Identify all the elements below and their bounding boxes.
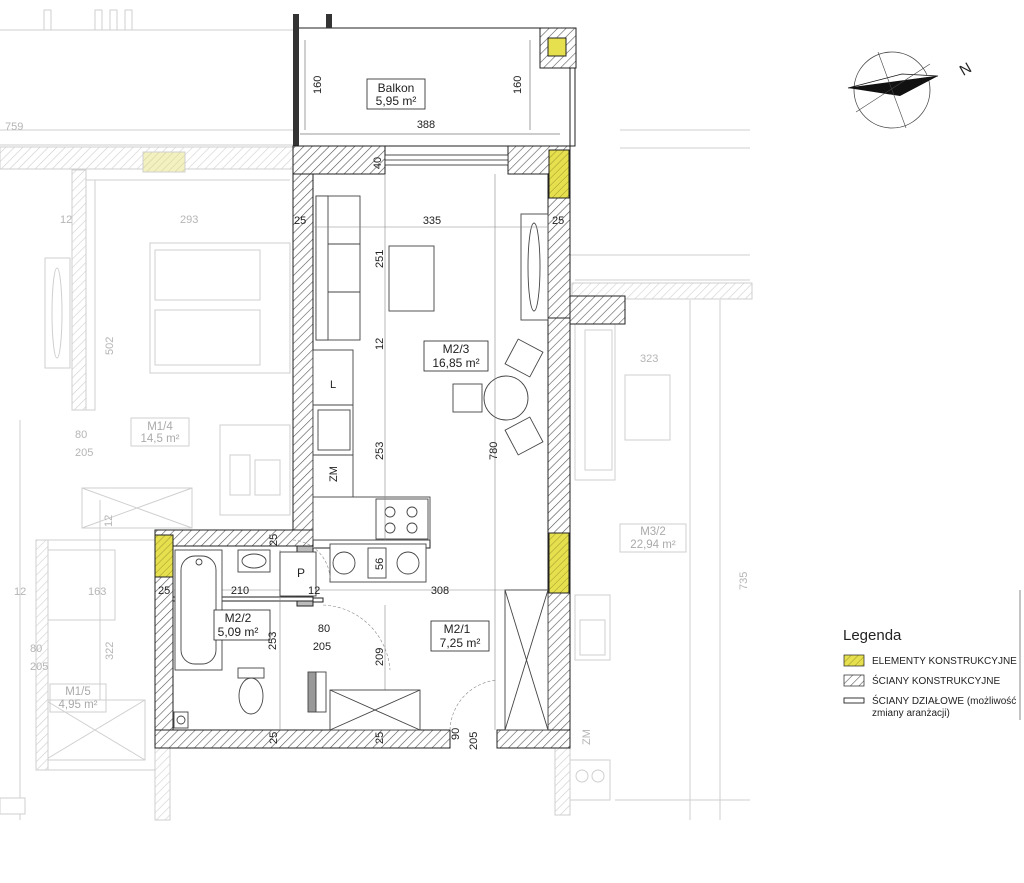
- structural-element-bathroom: [154, 534, 174, 578]
- legend-swatch-structural-walls: [843, 674, 865, 687]
- dim-gap-12-b: 12: [308, 585, 320, 597]
- neighbor-wall-right: [571, 282, 753, 300]
- compass-needle-icon: [848, 76, 938, 96]
- legend-label-partition-walls-2: zmiany aranżacji): [872, 708, 950, 719]
- dim-balcony-depth-right: 160: [512, 76, 524, 94]
- dim-253-bath: 253: [267, 632, 279, 650]
- balcony: [293, 14, 577, 147]
- dim-wall-25-left: 25: [294, 215, 306, 227]
- fridge-label: L: [330, 379, 336, 391]
- utility-label: P: [297, 566, 305, 580]
- svg-text:12: 12: [14, 586, 26, 598]
- svg-text:205: 205: [75, 447, 93, 459]
- legend: Legenda ELEMENTY KONSTRUKCYJNE ŚCIANY KO…: [843, 627, 1017, 719]
- svg-text:ZM: ZM: [581, 729, 593, 745]
- svg-text:12: 12: [60, 214, 72, 226]
- svg-text:M2/1: M2/1: [444, 622, 471, 636]
- door-swings: [292, 539, 498, 731]
- living-room-furniture: [312, 195, 549, 583]
- svg-text:205: 205: [30, 661, 48, 673]
- svg-text:22,94 m²: 22,94 m²: [630, 539, 676, 551]
- dim-308: 308: [431, 585, 449, 597]
- dim-wall-25-bath-left: 25: [158, 585, 170, 597]
- svg-text:80: 80: [30, 643, 42, 655]
- legend-swatch-structural-elements: [843, 654, 865, 667]
- dim-door-80: 80: [318, 623, 330, 635]
- compass-north-label: N: [957, 59, 975, 79]
- svg-text:759: 759: [5, 121, 23, 133]
- svg-text:M1/4: M1/4: [147, 421, 173, 433]
- dim-251: 251: [374, 250, 386, 268]
- dim-door-205-b: 205: [468, 732, 480, 750]
- structural-element-top-right: [548, 149, 570, 199]
- dim-wall-25-bottom-a: 25: [268, 732, 280, 744]
- room-m22-label: M2/2 5,09 m²: [213, 609, 271, 641]
- dim-210: 210: [231, 585, 249, 597]
- svg-text:M2/3: M2/3: [443, 342, 470, 356]
- svg-text:322: 322: [104, 642, 116, 660]
- kitchen-labels: L ZM 56: [328, 379, 386, 570]
- neighbor-wall-bottom: [154, 739, 171, 821]
- compass: N: [847, 51, 975, 129]
- svg-text:735: 735: [738, 572, 750, 590]
- freezer-label: ZM: [328, 466, 340, 482]
- svg-text:323: 323: [640, 353, 658, 365]
- room-m23-label: M2/3 16,85 m²: [423, 340, 489, 372]
- svg-text:502: 502: [104, 337, 116, 355]
- dim-wall-25-right: 25: [552, 215, 564, 227]
- room-m21-label: M2/1 7,25 m²: [430, 620, 490, 652]
- dim-wall-25-bottom-b: 25: [374, 732, 386, 744]
- neighbor-dimensions: 759 293 12 502 80 205 12 163 12 80 205 3…: [5, 121, 750, 745]
- dim-wall-40: 40: [372, 157, 384, 169]
- dim-balcony-depth-left: 160: [312, 76, 324, 94]
- neighbor-m14-label: M1/4 14,5 m²: [130, 417, 190, 447]
- neighbor-corner-box: [0, 797, 26, 815]
- neighbor-m32-label: M3/2 22,94 m²: [619, 523, 687, 553]
- legend-label-structural-walls: ŚCIANY KONSTRUKCYJNE: [872, 674, 1001, 687]
- svg-text:Balkon: Balkon: [378, 81, 415, 95]
- svg-text:M2/2: M2/2: [225, 611, 252, 625]
- hob-width-label: 56: [374, 558, 386, 570]
- dimension-lines: [173, 174, 548, 730]
- dim-780: 780: [488, 442, 500, 460]
- svg-text:7,25 m²: 7,25 m²: [440, 636, 481, 650]
- structural-element-mid-right: [548, 532, 570, 594]
- dim-209: 209: [374, 648, 386, 666]
- neighbor-wall-m15: [35, 539, 49, 771]
- legend-swatch-partition-walls: [843, 697, 865, 704]
- neighbor-m15-label: M1/5 4,95 m²: [49, 683, 107, 713]
- svg-text:163: 163: [88, 586, 106, 598]
- neighbor-background: [0, 9, 750, 820]
- dim-balcony-width: 388: [417, 119, 435, 131]
- legend-label-partition-walls-1: ŚCIANY DZIAŁOWE (możliwość: [872, 694, 1016, 707]
- dim-door-90: 90: [450, 728, 462, 740]
- svg-text:16,85 m²: 16,85 m²: [432, 356, 479, 370]
- legend-title: Legenda: [843, 627, 902, 644]
- neighbor-structural-element: [142, 151, 186, 173]
- svg-text:M3/2: M3/2: [640, 526, 666, 538]
- svg-text:4,95 m²: 4,95 m²: [59, 699, 98, 711]
- balcony-label: Balkon 5,95 m²: [366, 78, 426, 110]
- svg-text:14,5 m²: 14,5 m²: [141, 433, 180, 445]
- svg-text:5,09 m²: 5,09 m²: [218, 625, 259, 639]
- dim-wall-25-bath-top: 25: [268, 534, 280, 546]
- structural-walls: [154, 145, 626, 749]
- svg-text:M1/5: M1/5: [65, 686, 91, 698]
- dim-door-205: 205: [313, 641, 331, 653]
- neighbor-wall-left: [71, 169, 87, 411]
- svg-text:80: 80: [75, 429, 87, 441]
- dim-gap-12: 12: [374, 338, 386, 350]
- legend-label-structural-elements: ELEMENTY KONSTRUKCYJNE: [872, 656, 1017, 667]
- dim-room-width: 335: [423, 215, 441, 227]
- svg-text:293: 293: [180, 214, 198, 226]
- svg-text:12: 12: [103, 515, 115, 527]
- svg-text:5,95 m²: 5,95 m²: [376, 94, 417, 108]
- dim-253: 253: [374, 442, 386, 460]
- balcony-door-window: [384, 154, 509, 166]
